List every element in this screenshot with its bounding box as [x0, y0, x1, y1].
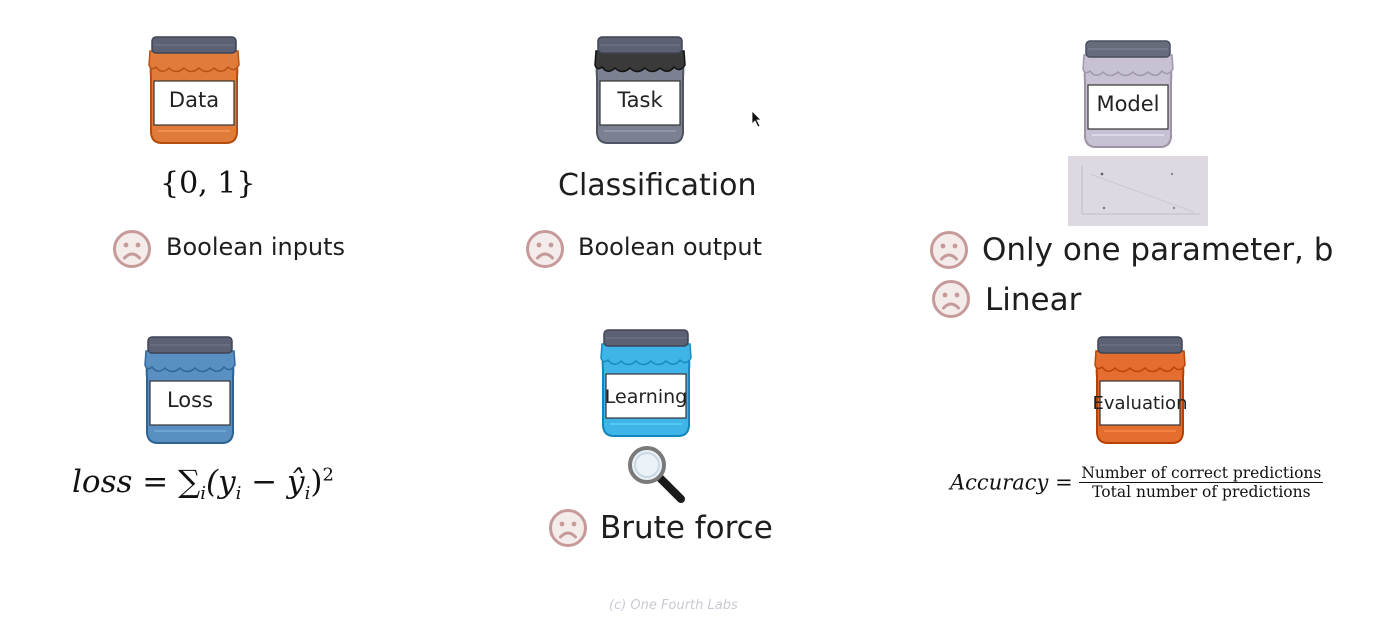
task-jar: Task — [590, 33, 690, 153]
square-exponent: 2 — [322, 464, 334, 486]
sum-subscript: i — [200, 483, 206, 505]
copyright-footer: (c) One Fourth Labs — [609, 598, 738, 613]
jar-label: Task — [617, 88, 663, 112]
sad-face-svg — [113, 230, 151, 268]
accuracy-denominator: Total number of predictions — [1092, 483, 1311, 501]
jar-icon — [600, 329, 692, 437]
y-subscript: i — [235, 483, 242, 505]
loss-jar: Loss — [140, 333, 240, 453]
y-hat: ŷ — [287, 464, 305, 500]
sad-face-icon — [525, 229, 565, 269]
model-item-1: Only one parameter, b — [982, 232, 1334, 268]
loss-formula: loss = ∑i(yi − ŷi)2 — [72, 464, 334, 504]
loss-paren-y: (y — [205, 464, 236, 500]
boolean-output-text: Boolean output — [578, 233, 762, 261]
model-plot-thumbnail — [1068, 156, 1208, 226]
jar-label: Evaluation — [1092, 393, 1188, 414]
model-jar: Model — [1078, 37, 1178, 157]
jar-label: Loss — [166, 388, 214, 412]
brute-force-text: Brute force — [600, 510, 773, 546]
cursor-icon — [751, 110, 762, 128]
jar-label: Data — [168, 88, 220, 112]
sad-face-icon — [931, 279, 971, 319]
accuracy-numerator: Number of correct predictions — [1079, 464, 1324, 483]
data-jar: Data — [144, 33, 244, 153]
sad-face-svg — [549, 509, 587, 547]
boolean-set: {0, 1} — [160, 166, 256, 201]
loss-close-paren: ) — [310, 464, 323, 500]
boolean-inputs-text: Boolean inputs — [166, 233, 346, 261]
sad-face-icon — [112, 229, 152, 269]
evaluation-jar: Evaluation — [1090, 333, 1190, 453]
accuracy-lhs: Accuracy = — [950, 470, 1080, 495]
jar-icon — [1094, 336, 1186, 444]
loss-lhs: loss = ∑ — [72, 464, 201, 500]
classification-text: Classification — [558, 168, 757, 203]
jar-label: Model — [1096, 92, 1160, 116]
jar-icon — [148, 36, 240, 144]
plot-thumbnail-svg — [1081, 166, 1200, 215]
jar-icon — [144, 336, 236, 444]
magnifier-icon — [628, 446, 685, 503]
jar-icon — [594, 36, 686, 144]
accuracy-formula: Accuracy = Number of correct predictions… — [950, 464, 1324, 501]
jar-icon — [1082, 40, 1174, 148]
sad-face-svg — [930, 231, 968, 269]
sad-face-svg — [932, 280, 970, 318]
learning-jar: Learning — [596, 326, 696, 446]
model-item-2: Linear — [985, 282, 1082, 318]
sad-face-icon — [929, 230, 969, 270]
sad-face-icon — [548, 508, 588, 548]
jar-label: Learning — [604, 386, 688, 408]
loss-minus: − — [241, 464, 288, 500]
sad-face-svg — [526, 230, 564, 268]
yhat-subscript: i — [304, 483, 311, 505]
